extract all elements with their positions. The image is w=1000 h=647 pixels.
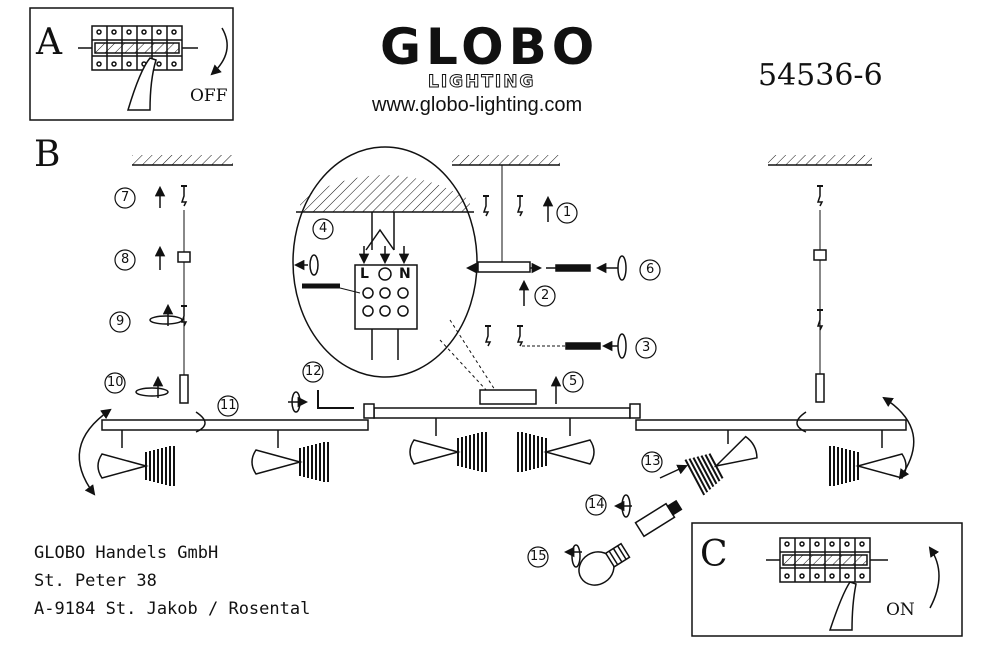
terminal-n-label: N xyxy=(399,266,411,282)
address-line-company: GLOBO Handels GmbH xyxy=(34,543,219,563)
spot-3-icon xyxy=(409,431,487,473)
canopy xyxy=(479,389,537,405)
allen-key-icon xyxy=(317,390,354,409)
turn-on-arrow-icon xyxy=(928,546,940,609)
step-8: 8 xyxy=(121,252,130,267)
panel-a-label: A xyxy=(36,22,62,63)
address-line-city: A-9184 St. Jakob / Rosental xyxy=(34,599,311,619)
wire-grip-left xyxy=(179,374,189,404)
step-markers xyxy=(104,187,663,568)
bar-center xyxy=(373,407,631,419)
step-4: 4 xyxy=(319,221,328,236)
step-1: 1 xyxy=(563,205,572,220)
address-line-street: St. Peter 38 xyxy=(34,571,157,591)
wire-grip-right xyxy=(815,373,825,403)
breaker-a-icon xyxy=(91,25,183,71)
rotate-arrow-right-icon xyxy=(882,396,915,480)
panel-c-box xyxy=(691,522,963,637)
step-6: 6 xyxy=(646,262,655,277)
anchor-screw-right-icon xyxy=(816,185,824,207)
anchor-screw-left-icon xyxy=(180,185,188,207)
bracket-screw-right-icon xyxy=(516,325,524,347)
step-13: 13 xyxy=(644,454,661,469)
spot-4-icon xyxy=(517,431,595,473)
mounting-bracket xyxy=(477,261,531,273)
step-3: 3 xyxy=(642,340,651,355)
website-url[interactable]: www.globo-lighting.com xyxy=(372,94,583,116)
step-10: 10 xyxy=(107,375,124,390)
switch-off-label: OFF xyxy=(190,86,228,106)
bar-right xyxy=(635,419,907,431)
step-14: 14 xyxy=(588,497,605,512)
terminal-l-label: L xyxy=(360,266,369,282)
model-number: 54536-6 xyxy=(758,58,883,93)
wiring-detail-oval xyxy=(292,146,478,378)
step-7: 7 xyxy=(121,190,130,205)
panel-b-label: B xyxy=(34,134,61,175)
spot-5-icon xyxy=(684,435,758,496)
step-15: 15 xyxy=(530,549,547,564)
dowel-left-icon xyxy=(482,195,490,217)
led-bulb-icon xyxy=(578,542,631,586)
spot-6-icon xyxy=(829,445,907,487)
bracket-screw-left-icon xyxy=(484,325,492,347)
switch-on-label: ON xyxy=(886,600,915,620)
spot-2-icon xyxy=(251,441,329,483)
step-12: 12 xyxy=(305,364,322,379)
hand-a-icon xyxy=(126,57,157,111)
brand-subline: LIGHTING xyxy=(427,72,536,93)
spot-1-icon xyxy=(97,445,175,487)
step-11: 11 xyxy=(220,398,237,413)
hand-c-icon xyxy=(828,581,857,631)
panel-c-label: C xyxy=(700,534,728,575)
step-5: 5 xyxy=(569,374,578,389)
breaker-c-icon xyxy=(779,537,871,583)
lamp-socket-icon xyxy=(634,499,683,538)
step-2: 2 xyxy=(541,288,550,303)
brand-logo: GLOBO xyxy=(380,18,600,76)
panel-a-box xyxy=(29,7,234,121)
bar-left xyxy=(101,419,369,431)
turn-off-arrow-icon xyxy=(210,27,228,76)
step-9: 9 xyxy=(116,314,125,329)
dowel-right-icon xyxy=(516,195,524,217)
rotate-arrow-left-icon xyxy=(78,408,112,496)
